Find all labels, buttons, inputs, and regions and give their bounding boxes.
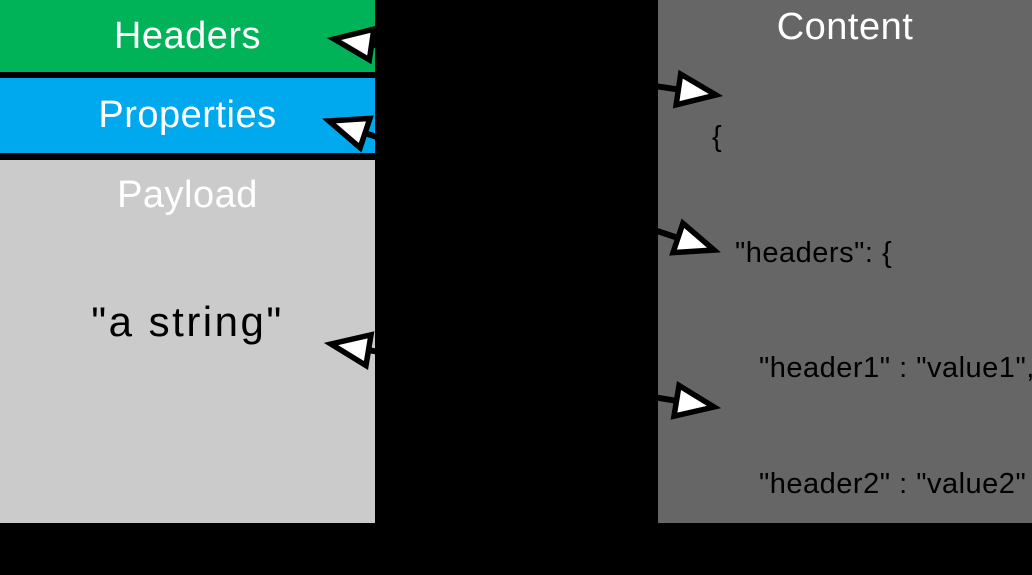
headers-box: Headers <box>0 0 375 72</box>
code-line-header1-entry: "header1" : "value1", <box>759 352 1032 384</box>
json-code-block: { "headers": { "header1" : "value1", "he… <box>712 41 1032 523</box>
message-parts-panel: Headers Properties Payload "a string" <box>0 0 375 523</box>
code-line-header2-entry: "header2" : "value2" <box>759 467 1027 500</box>
content-panel-title: Content <box>776 6 914 48</box>
content-panel: Content { "headers": { "header1" : "valu… <box>658 0 1032 523</box>
headers-box-label: Headers <box>113 14 262 57</box>
properties-box-label: Properties <box>98 94 277 136</box>
payload-box-label: Payload <box>117 174 258 216</box>
code-line-headers-key: "headers": { <box>735 236 893 269</box>
payload-box: Payload "a string" <box>0 160 375 523</box>
code-line-open-brace: { <box>712 121 723 153</box>
properties-box: Properties <box>0 78 375 153</box>
payload-value: "a string" <box>91 298 284 345</box>
